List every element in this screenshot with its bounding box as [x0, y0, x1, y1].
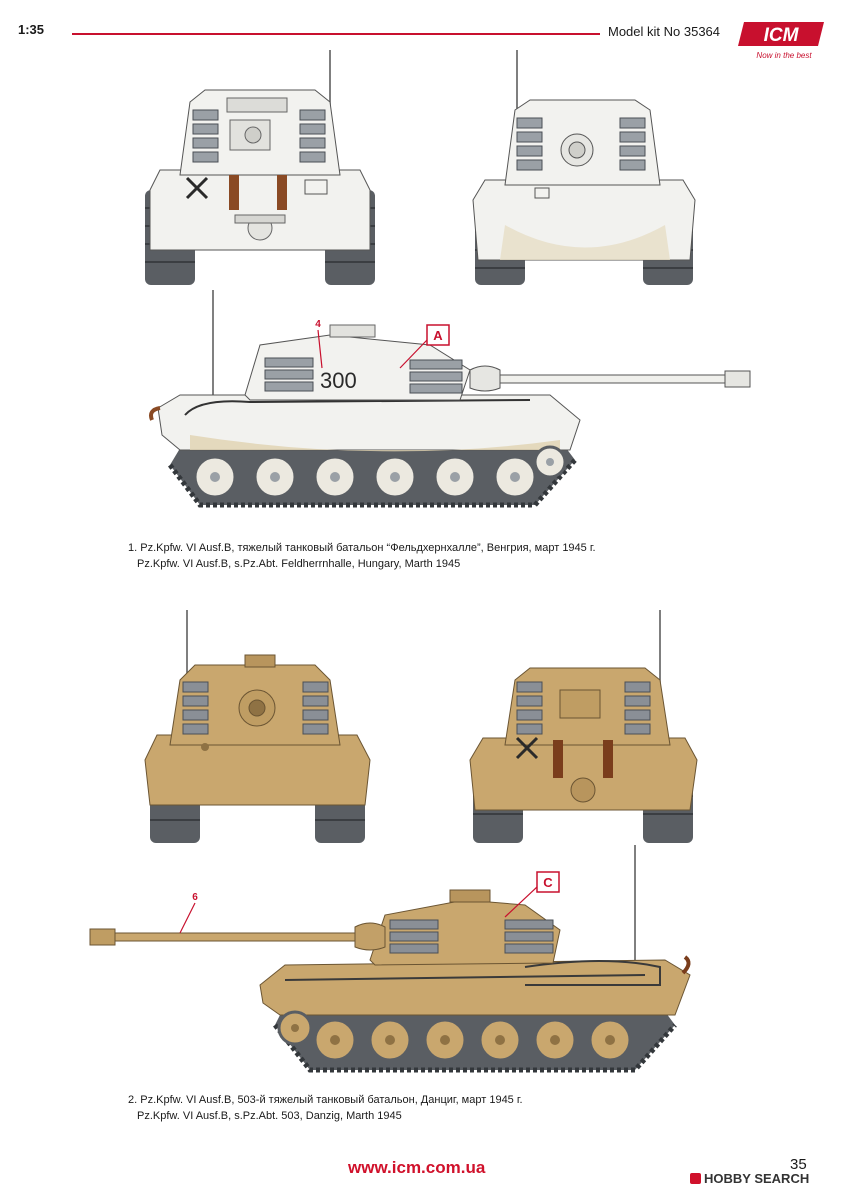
scheme1-front-view: [135, 50, 385, 295]
icm-logo: ICM Now in the best: [738, 18, 830, 67]
scheme2-rear-view: [465, 610, 715, 850]
page-number: 35: [790, 1156, 807, 1173]
scheme2-caption-en: Pz.Kpfw. VI Ausf.B, s.Pz.Abt. 503, Danzi…: [137, 1110, 402, 1122]
scheme2-caption-ru: 2. Pz.Kpfw. VI Ausf.B, 503-й тяжелый тан…: [128, 1094, 523, 1106]
logo-tagline: Now in the best: [756, 51, 812, 60]
scheme1-turret-number: 300: [320, 368, 357, 393]
scheme2-marker-number: 6: [192, 892, 198, 903]
watermark-icon: [690, 1173, 701, 1184]
scheme1-caption-ru: 1. Pz.Kpfw. VI Ausf.B, тяжелый танковый …: [128, 542, 596, 554]
scheme1-caption: 1. Pz.Kpfw. VI Ausf.B, тяжелый танковый …: [128, 540, 596, 572]
header-rule: [72, 33, 600, 35]
website-link[interactable]: www.icm.com.ua: [348, 1158, 486, 1177]
scheme1-side-view: 4 300 A: [140, 290, 760, 530]
scale-label: 1:35: [18, 22, 45, 37]
scheme1-letter-box: A: [433, 328, 443, 343]
scheme1-rear-view: [465, 50, 715, 295]
watermark: HOBBY SEARCH: [690, 1171, 809, 1186]
kit-number: Model kit No 35364: [608, 24, 721, 39]
scheme2-front-view: [135, 610, 385, 850]
scheme2-side-view: 6 C: [85, 845, 705, 1090]
watermark-text: HOBBY SEARCH: [704, 1171, 810, 1186]
scheme2-caption: 2. Pz.Kpfw. VI Ausf.B, 503-й тяжелый тан…: [128, 1092, 523, 1124]
logo-text: ICM: [764, 25, 800, 46]
scheme1-caption-en: Pz.Kpfw. VI Ausf.B, s.Pz.Abt. Feldherrnh…: [137, 558, 461, 570]
scheme1-marker-number: 4: [315, 319, 321, 330]
scheme2-letter-box: C: [543, 875, 553, 890]
